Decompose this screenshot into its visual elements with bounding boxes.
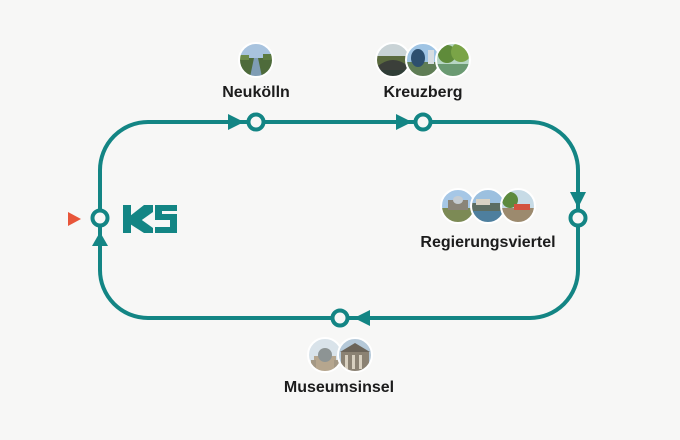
stop-label-neukolln: Neukölln xyxy=(222,84,290,102)
stop-node-regierungsviertel[interactable] xyxy=(571,211,586,226)
arrow-right-icon xyxy=(228,114,244,130)
arrow-right-icon xyxy=(396,114,412,130)
stop-node-start[interactable] xyxy=(93,211,108,226)
stop-node-kreuzberg[interactable] xyxy=(416,115,431,130)
stop-label-kreuzberg: Kreuzberg xyxy=(383,84,462,102)
stop-node-neukolln[interactable] xyxy=(249,115,264,130)
k5-logo xyxy=(123,205,177,233)
arrow-down-icon xyxy=(570,192,586,208)
stop-label-museumsinsel: Museumsinsel xyxy=(284,379,394,397)
start-marker-icon xyxy=(68,212,81,226)
stop-node-museumsinsel[interactable] xyxy=(333,311,348,326)
arrow-up-icon xyxy=(92,232,108,246)
arrow-left-icon xyxy=(354,310,370,326)
stop-label-regierungsviertel: Regierungsviertel xyxy=(420,234,555,252)
